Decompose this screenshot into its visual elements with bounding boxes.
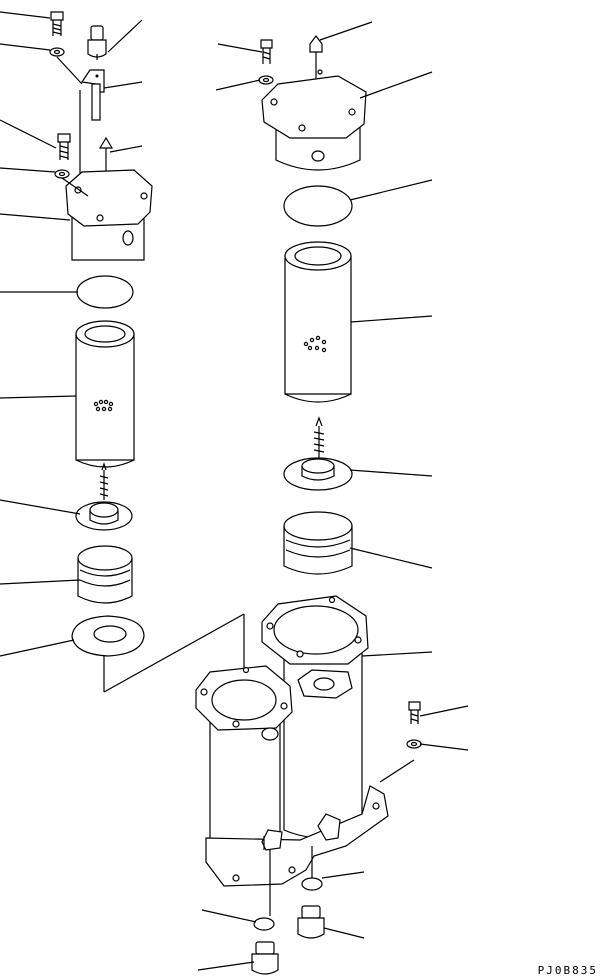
drain-seal-right [302,878,322,890]
left-bolt-mid [58,134,70,160]
drawing-code: PJ0B835 [537,964,598,977]
left-sensor [88,26,106,60]
left-element [76,321,134,467]
leader-lines [0,12,468,970]
perforation-pattern [304,336,325,351]
right-spring-seat [284,418,352,490]
left-bolt-top [51,12,63,36]
left-cover [66,170,152,260]
right-washer-side [407,740,421,748]
right-element [285,242,351,402]
filter-housing [196,596,388,886]
drain-plug-right [298,906,324,938]
left-gasket [72,616,144,656]
drain-plug-left [252,942,278,974]
right-washer-top [259,76,273,84]
left-spring [78,546,132,603]
right-spring [284,512,352,574]
left-spring-seat [76,464,132,530]
right-o-ring [284,186,352,226]
right-cover [262,70,366,170]
left-bracket [82,70,104,120]
drain-seal-left [254,918,274,930]
right-bolt-side [409,702,420,724]
left-washer-mid [55,170,69,178]
left-o-ring [77,276,133,308]
perforation-pattern [94,400,112,410]
left-washer-top [50,48,64,56]
right-bolt-top [261,40,272,64]
